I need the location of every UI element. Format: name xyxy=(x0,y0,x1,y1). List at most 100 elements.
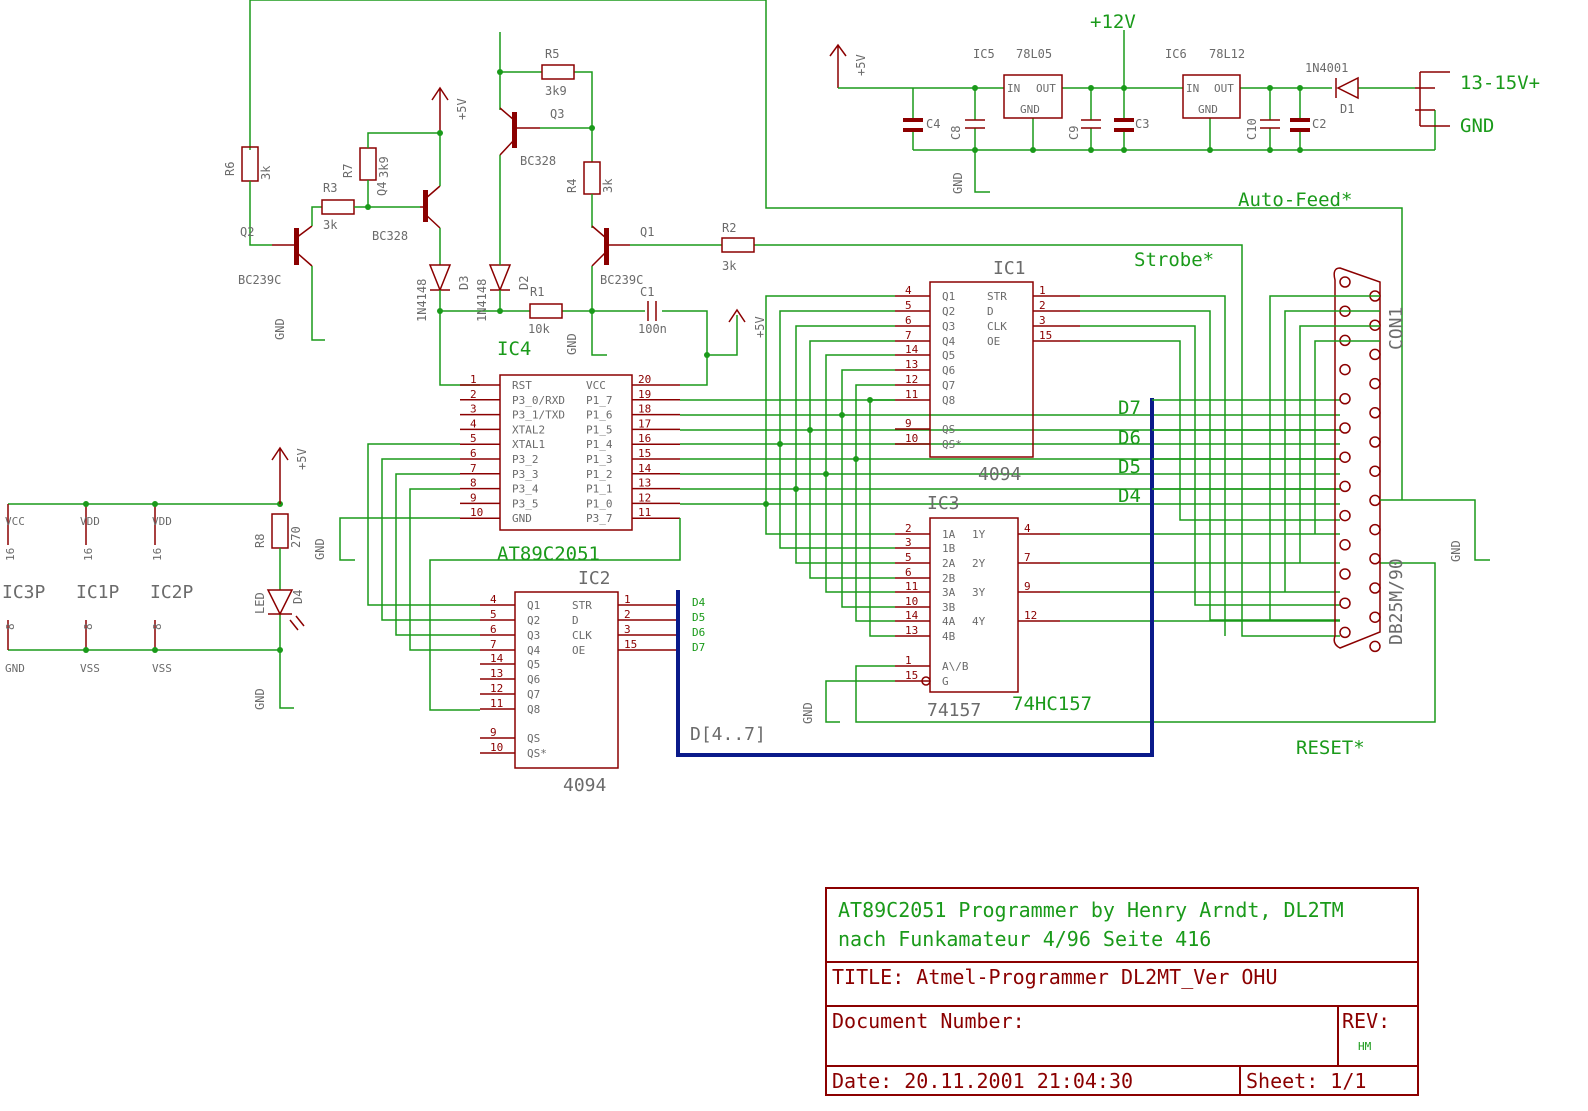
d1-type: 1N4001 xyxy=(1305,61,1348,75)
ic2-pin-number: 1 xyxy=(624,593,631,606)
ic2-pin-number: 13 xyxy=(490,667,503,680)
ic6-body xyxy=(1182,74,1241,119)
ic1-pin-number: 11 xyxy=(905,388,918,401)
ic3-name: IC3 xyxy=(927,493,960,514)
db25-connector: CON1 DB25M/90 xyxy=(1333,267,1407,653)
ic4-pin-number: 6 xyxy=(470,447,477,460)
d5-label: D5 xyxy=(1118,456,1141,478)
ic4-pin-name: P3_5 xyxy=(512,497,539,510)
r1-value: 10k xyxy=(528,322,550,336)
ic3-pin-number: 4 xyxy=(1024,522,1031,535)
ic2-pin-number: 3 xyxy=(624,623,631,636)
ic4-pin-number: 19 xyxy=(638,388,651,401)
input-gnd-label: GND xyxy=(1460,115,1494,137)
ic2-pin-name: CLK xyxy=(572,629,592,642)
ic2-pin-name: Q6 xyxy=(527,673,540,686)
r8-label: R8 xyxy=(253,534,267,548)
ic5-gnd: GND xyxy=(1020,103,1040,116)
ic4-pin-number: 2 xyxy=(470,388,477,401)
ic3-pin-number: 12 xyxy=(1024,609,1037,622)
doc-number: Document Number: xyxy=(832,1009,1025,1033)
ic4-part: AT89C2051 xyxy=(497,543,600,565)
ic4-pin-name: P1_7 xyxy=(586,394,613,407)
ic2-pin-number: 6 xyxy=(490,623,497,636)
ic2-pin-name: OE xyxy=(572,644,585,657)
ic3-pin-name: 3A xyxy=(942,586,956,599)
ic2p-label: IC2P xyxy=(150,582,194,603)
ic3-pin-name: 2Y xyxy=(972,557,986,570)
ic4-pin-number: 16 xyxy=(638,432,651,445)
ic1-pin-name: Q1 xyxy=(942,290,955,303)
r4-value: 3k xyxy=(601,178,615,193)
db25-pin xyxy=(1369,407,1381,419)
q2-type: BC239C xyxy=(238,273,281,287)
ic2-pin-number: 2 xyxy=(624,608,631,621)
ic3-pin-name: 4A xyxy=(942,615,956,628)
c8-label: C8 xyxy=(949,126,963,140)
ic3-pin-number: 9 xyxy=(1024,580,1031,593)
plus5v-label-c1: +5V xyxy=(753,316,767,338)
sheet-text: Sheet: 1/1 xyxy=(1246,1069,1366,1093)
ic4-pin-name: P3_1/TXD xyxy=(512,409,565,422)
ic2-pin-number: 11 xyxy=(490,697,503,710)
p16-a: 16 xyxy=(4,548,17,561)
led-gnd-label: GND xyxy=(253,688,267,710)
ic4-pin-name: RST xyxy=(512,379,532,392)
ic3-pin-name: A\/B xyxy=(942,660,969,673)
db25-pin xyxy=(1339,451,1351,463)
ic1-pin-name: OE xyxy=(987,335,1000,348)
ic4-pin-number: 4 xyxy=(470,417,477,430)
ic3p-label: IC3P xyxy=(2,582,46,603)
ic2-net-d4: D4 xyxy=(692,596,706,609)
p16-c: 16 xyxy=(151,548,164,561)
db25-pin xyxy=(1339,363,1351,376)
ic1-pin-number: 4 xyxy=(905,284,912,297)
ic2-pin-name: STR xyxy=(572,599,592,612)
ic1-pin-name: Q2 xyxy=(942,305,955,318)
ic1-part: 4094 xyxy=(978,464,1021,485)
ic6-gnd: GND xyxy=(1198,103,1218,116)
q3-label: Q3 xyxy=(550,107,564,121)
db25-pin xyxy=(1339,568,1351,580)
r4-label: R4 xyxy=(565,179,579,193)
ic3-pin-number: 7 xyxy=(1024,551,1031,564)
ic3-pin-number: 1 xyxy=(905,654,912,667)
ic4-pin-number: 15 xyxy=(638,447,651,460)
ic4-pin-number: 13 xyxy=(638,477,651,490)
ic4-pin-name: P1_6 xyxy=(586,409,613,422)
ic1-pin-name: Q3 xyxy=(942,320,955,333)
r7-value: 3k9 xyxy=(377,156,391,178)
c1-value: 100n xyxy=(638,322,667,336)
c4-label: C4 xyxy=(926,117,940,131)
rev-value: HM xyxy=(1358,1040,1372,1053)
plus5v-label-led: +5V xyxy=(295,448,309,470)
p16-b: 16 xyxy=(82,548,95,561)
c2-label: C2 xyxy=(1312,117,1326,131)
ic3-pin-name: G xyxy=(942,675,949,688)
d1-name: D1 xyxy=(1340,102,1354,116)
db25-pin xyxy=(1369,319,1381,331)
ic1p-vss: VSS xyxy=(80,662,100,675)
ic4-pin-number: 14 xyxy=(638,462,652,475)
plus5v-label-top: +5V xyxy=(854,54,868,76)
ic5-body xyxy=(1003,74,1063,119)
ic4-pin-number: 17 xyxy=(638,417,651,430)
ic4-pin-number: 5 xyxy=(470,432,477,445)
ic1-pin-number: 13 xyxy=(905,358,918,371)
ic4-pin-number: 20 xyxy=(638,373,651,386)
db25-pin xyxy=(1339,422,1351,434)
ic1-pin-number: 14 xyxy=(905,343,919,356)
autofeed-label: Auto-Feed* xyxy=(1238,189,1352,211)
ic1-pin-name: Q6 xyxy=(942,364,955,377)
db25-pin xyxy=(1339,509,1351,522)
power-supply: +5V +12V GND C4 C8 IC5 78L05 IN OUT GND xyxy=(829,11,1540,194)
r6-label: R6 xyxy=(223,162,237,176)
ic3-pin-number: 6 xyxy=(905,566,912,579)
r5-label: R5 xyxy=(545,47,559,61)
q4-type: BC328 xyxy=(372,229,408,243)
input-voltage-label: 13-15V+ xyxy=(1460,72,1540,94)
d2-label: D2 xyxy=(517,276,531,290)
ic4-pin-name: P1_4 xyxy=(586,438,613,451)
